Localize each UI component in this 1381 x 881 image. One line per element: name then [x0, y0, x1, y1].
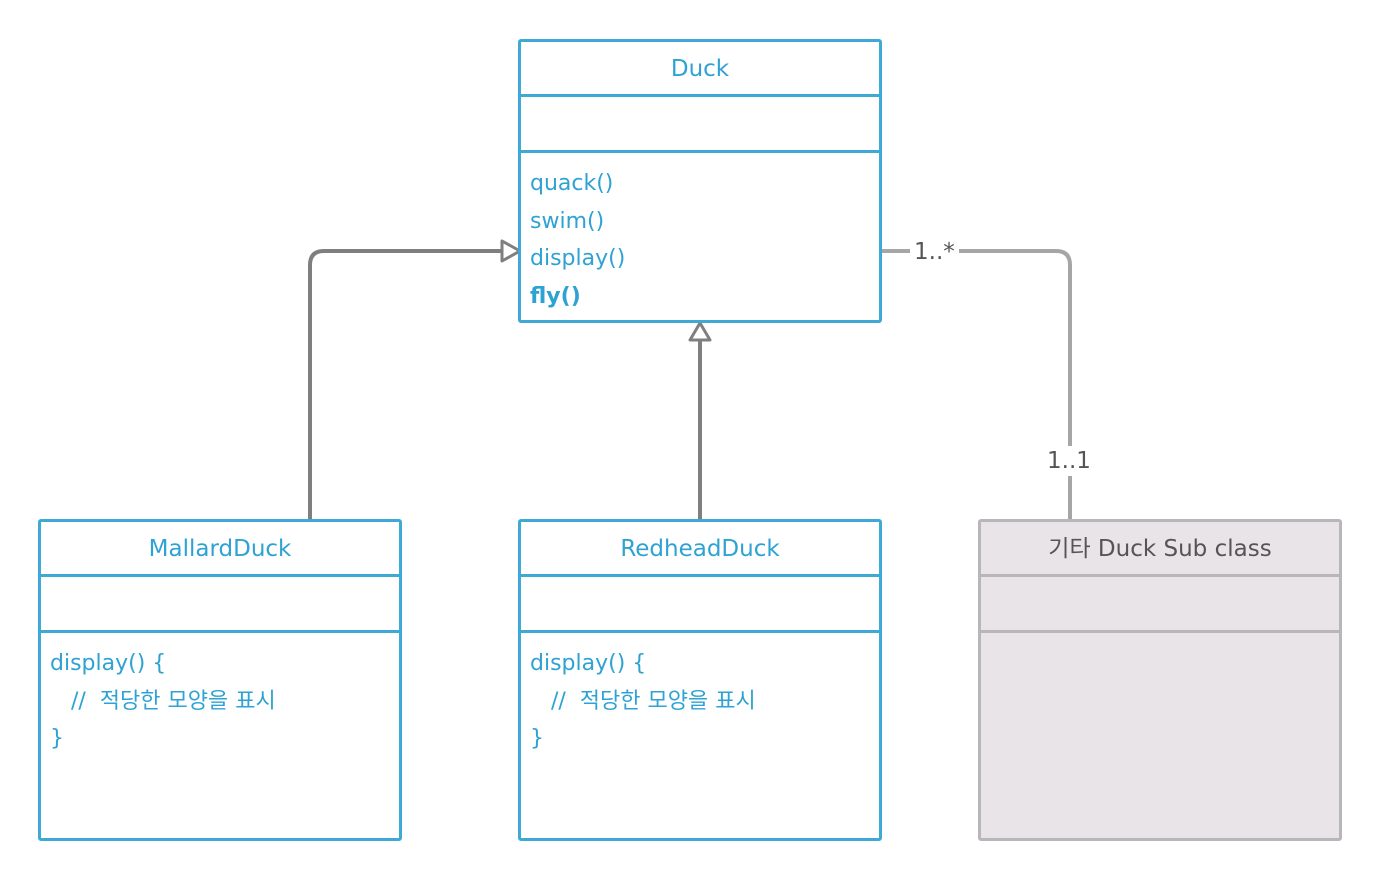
- class-other-duck-subclass[interactable]: 기타 Duck Sub class: [978, 519, 1342, 841]
- generalization-mallard-to-duck: [308, 249, 504, 520]
- operation-display-comment: // 적당한 모양을 표시: [530, 688, 756, 714]
- operation-fly: fly(): [530, 283, 581, 309]
- operation-display-close: }: [50, 726, 64, 751]
- operation-quack: quack(): [530, 171, 614, 196]
- class-redhead-duck-attributes: [521, 577, 879, 633]
- class-duck[interactable]: Duck quack() swim() display() fly(): [518, 39, 882, 323]
- class-duck-operations: quack() swim() display() fly(): [521, 153, 879, 315]
- operation-display-comment: // 적당한 모양을 표시: [50, 688, 276, 714]
- multiplicity-duck-end: 1..*: [910, 237, 959, 267]
- class-mallard-duck-operations: display() { // 적당한 모양을 표시 }: [41, 633, 399, 758]
- class-mallard-duck-name: MallardDuck: [41, 522, 399, 577]
- generalization-arrowhead-bottom: [688, 321, 712, 342]
- class-mallard-duck[interactable]: MallardDuck display() { // 적당한 모양을 표시 }: [38, 519, 402, 841]
- class-other-duck-subclass-operations: [981, 633, 1339, 645]
- class-other-duck-subclass-attributes: [981, 577, 1339, 633]
- class-redhead-duck[interactable]: RedheadDuck display() { // 적당한 모양을 표시 }: [518, 519, 882, 841]
- multiplicity-other-end: 1..1: [1043, 446, 1095, 476]
- operation-display: display(): [530, 246, 626, 271]
- operation-display-open: display() {: [530, 651, 647, 676]
- class-duck-attributes: [521, 97, 879, 153]
- operation-display-close: }: [530, 726, 544, 751]
- class-redhead-duck-name: RedheadDuck: [521, 522, 879, 577]
- class-other-duck-subclass-name: 기타 Duck Sub class: [981, 522, 1339, 577]
- class-duck-name: Duck: [521, 42, 879, 97]
- class-mallard-duck-attributes: [41, 577, 399, 633]
- generalization-arrowhead-left: [500, 239, 522, 263]
- operation-display-open: display() {: [50, 651, 167, 676]
- operation-swim: swim(): [530, 208, 605, 234]
- class-redhead-duck-operations: display() { // 적당한 모양을 표시 }: [521, 633, 879, 758]
- association-duck-to-other: [880, 249, 1072, 520]
